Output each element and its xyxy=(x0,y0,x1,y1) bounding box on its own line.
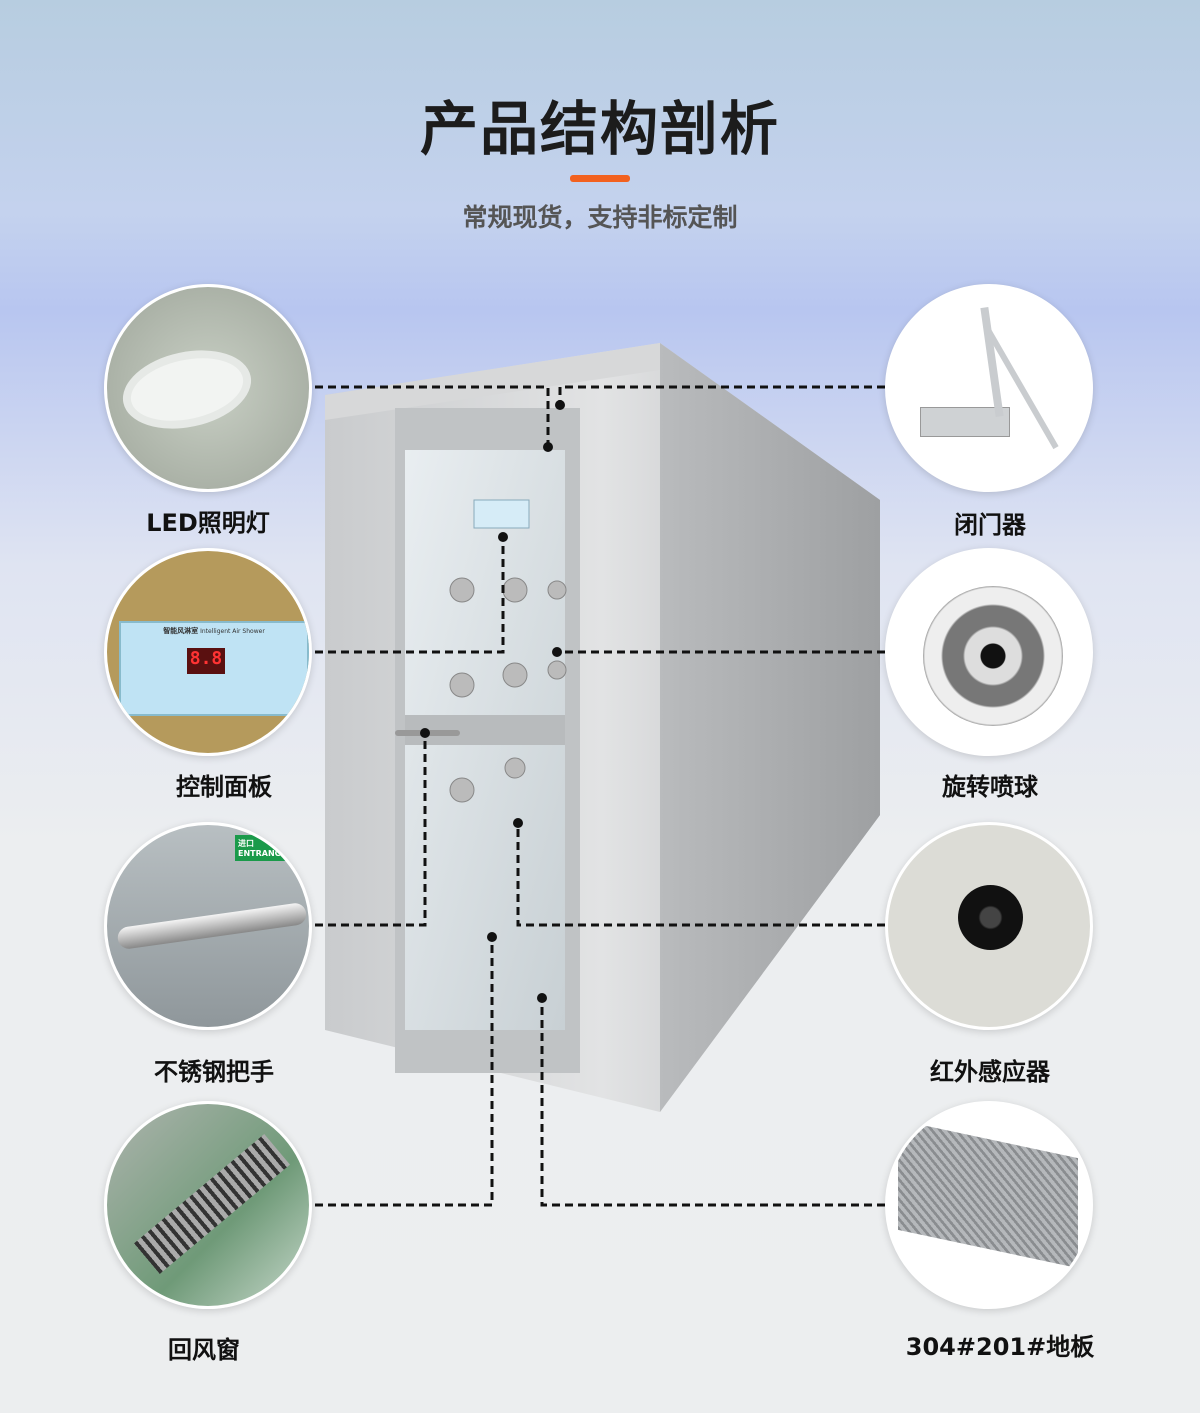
panel-label: 智能风淋室 Intelligent Air Shower xyxy=(121,626,307,636)
feature-label-led: LED照明灯 xyxy=(146,509,270,537)
led-light-icon xyxy=(115,339,259,440)
feature-label-handle: 不锈钢把手 xyxy=(154,1058,274,1086)
nozzle-icon xyxy=(923,586,1063,726)
led-light-image xyxy=(104,284,312,492)
handle-icon xyxy=(116,901,308,951)
return-air-window-image xyxy=(104,1101,312,1309)
cabinet-side xyxy=(660,343,880,1112)
return-air-window-icon xyxy=(134,1134,290,1274)
feature-label-door-closer: 闭门器 xyxy=(954,511,1026,539)
control-panel-image: 智能风淋室 Intelligent Air Shower 8.8 xyxy=(104,548,312,756)
floor-plate-icon xyxy=(898,1119,1078,1269)
mini-panel xyxy=(473,499,530,529)
handle-image: 进口 ENTRANCE xyxy=(104,822,312,1030)
feature-label-control-panel: 控制面板 xyxy=(176,773,272,801)
door-closer-icon xyxy=(920,407,1010,437)
panel-name-en: Intelligent Air Shower xyxy=(200,628,265,635)
floor-plate-image xyxy=(885,1101,1093,1309)
page-subtitle: 常规现货，支持非标定制 xyxy=(462,203,738,232)
page-title: 产品结构剖析 xyxy=(419,95,780,163)
feature-label-nozzle: 旋转喷球 xyxy=(942,773,1038,801)
door-closer-image xyxy=(885,284,1093,492)
feature-label-return-air: 回风窗 xyxy=(168,1336,240,1364)
nozzle-image xyxy=(885,548,1093,756)
infrared-sensor-image xyxy=(885,822,1093,1030)
infrared-sensor-icon xyxy=(958,885,1023,950)
panel-display: 8.8 xyxy=(187,648,225,674)
panel-name: 智能风淋室 xyxy=(163,627,199,635)
feature-label-floor: 304#201#地板 xyxy=(905,1333,1095,1361)
feature-label-infrared: 红外感应器 xyxy=(930,1058,1050,1086)
title-underline xyxy=(570,175,630,182)
callout-lines xyxy=(315,385,885,1207)
control-panel-icon: 智能风淋室 Intelligent Air Shower 8.8 xyxy=(119,621,309,716)
entrance-sign: 进口 ENTRANCE xyxy=(235,835,290,861)
